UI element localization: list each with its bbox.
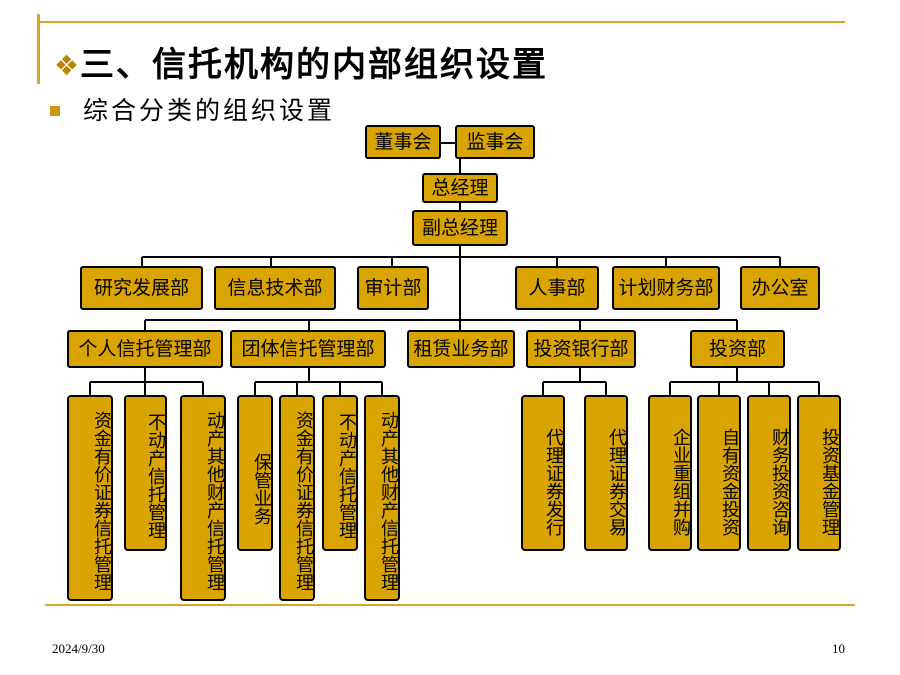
group-sub-realestate-box: 不动产信托管理 xyxy=(322,395,358,551)
decorative-top-line xyxy=(37,21,845,23)
inv-sub-advisory-box: 财务投资咨询 xyxy=(747,395,791,551)
unit-investment-banking-box: 投资银行部 xyxy=(526,330,636,368)
footer-date: 2024/9/30 xyxy=(52,641,105,656)
group-sub-movable-box: 动产其他财产信托管理 xyxy=(364,395,400,601)
footer-page-number: 10 xyxy=(832,641,845,656)
unit-leasing-box: 租赁业务部 xyxy=(407,330,515,368)
inv-sub-own-funds-box: 自有资金投资 xyxy=(697,395,741,551)
unit-investment-box: 投资部 xyxy=(690,330,785,368)
general-manager-box: 总经理 xyxy=(422,173,498,203)
decorative-bottom-line xyxy=(45,604,855,606)
board-box: 董事会 xyxy=(365,125,441,159)
ib-sub-issuance-box: 代理证券发行 xyxy=(521,395,565,551)
personal-sub-securities-box: 资金有价证券信托管理 xyxy=(67,395,113,601)
dept-research-box: 研究发展部 xyxy=(80,266,203,310)
unit-personal-trust-box: 个人信托管理部 xyxy=(67,330,223,368)
deputy-general-manager-box: 副总经理 xyxy=(412,210,508,246)
ib-sub-trading-box: 代理证券交易 xyxy=(584,395,628,551)
decorative-vertical-line xyxy=(37,14,40,84)
group-sub-securities-box: 资金有价证券信托管理 xyxy=(279,395,315,601)
group-sub-custody-box: 保管业务 xyxy=(237,395,273,551)
subtitle-bullet-icon xyxy=(50,106,60,116)
title-bullet-icon: ❖ xyxy=(54,49,80,82)
dept-it-box: 信息技术部 xyxy=(214,266,336,310)
dept-finance-box: 计划财务部 xyxy=(612,266,720,310)
inv-sub-restructuring-box: 企业重组并购 xyxy=(648,395,692,551)
inv-sub-fund-mgmt-box: 投资基金管理 xyxy=(797,395,841,551)
supervisors-box: 监事会 xyxy=(455,125,535,159)
dept-audit-box: 审计部 xyxy=(357,266,429,310)
personal-sub-movable-box: 动产其他财产信托管理 xyxy=(180,395,226,601)
unit-group-trust-box: 团体信托管理部 xyxy=(230,330,386,368)
slide-subtitle: 综合分类的组织设置 xyxy=(83,96,336,125)
slide-title: 三、信托机构的内部组织设置 xyxy=(80,45,548,85)
dept-office-box: 办公室 xyxy=(740,266,820,310)
personal-sub-realestate-box: 不动产信托管理 xyxy=(124,395,167,551)
dept-hr-box: 人事部 xyxy=(515,266,599,310)
